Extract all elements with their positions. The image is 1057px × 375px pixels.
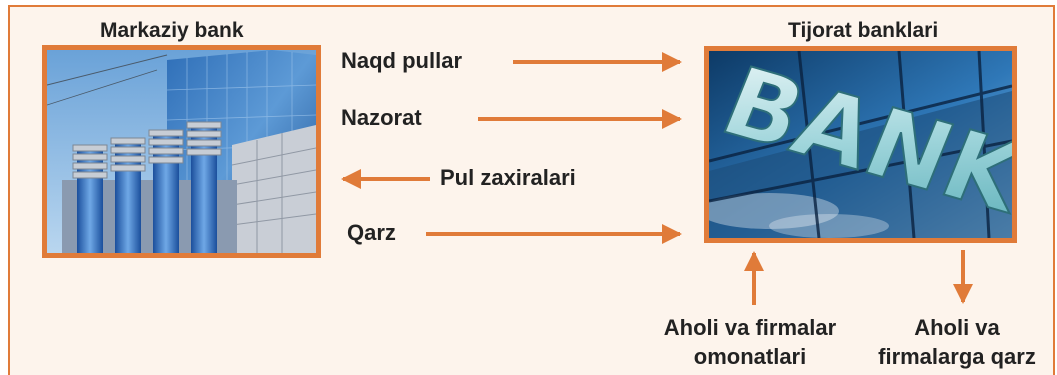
central-bank-image <box>42 45 321 258</box>
flow-label-supervision: Nazorat <box>341 105 422 130</box>
loans-label-line1: Aholi va <box>914 315 1000 340</box>
flow-label-loan: Qarz <box>347 220 396 245</box>
flow-label-cash: Naqd pullar <box>341 48 463 73</box>
loans-label-line2: firmalarga qarz <box>878 343 1036 369</box>
deposits-label-line2: omonatlari <box>693 343 807 369</box>
deposits-label-line1: Aholi va firmalar <box>663 315 837 340</box>
commercial-bank-image: BANK <box>704 46 1017 243</box>
flow-label-reserves: Pul zaxiralari <box>440 165 576 190</box>
loans-label: Aholi va firmalarga qarz <box>862 314 1052 371</box>
deposits-label: Aholi va firmalar omonatlari <box>605 314 895 371</box>
central-bank-title: Markaziy bank <box>100 19 244 42</box>
commercial-banks-title: Tijorat banklari <box>788 19 939 42</box>
